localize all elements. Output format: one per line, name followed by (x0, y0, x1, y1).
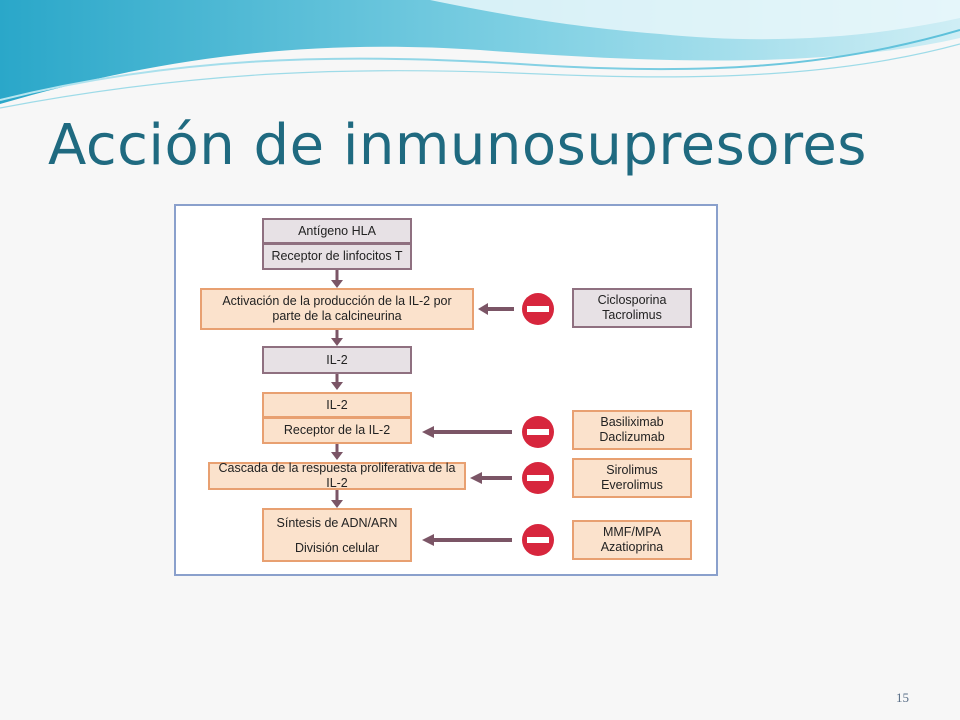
proliferative-cascade-box: Cascada de la respuesta proliferativa de… (208, 461, 466, 490)
drug-box-antimetabolites: MMF/MPA Azatioprina (572, 520, 692, 560)
drug-box-il2-receptor-antibodies: Basiliximab Daclizumab (572, 410, 692, 450)
immunosuppressant-pathway-diagram: Antígeno HLA Receptor de linfocitos T Ac… (174, 204, 718, 576)
diagram-connectors (331, 270, 554, 556)
antigen-box: Antígeno HLA (262, 218, 412, 244)
no-entry-icon (522, 524, 554, 556)
no-entry-icon (522, 416, 554, 448)
no-entry-icon (522, 462, 554, 494)
header-wave-decoration (0, 0, 960, 109)
drug-box-calcineurin-inhibitors: Ciclosporina Tacrolimus (572, 288, 692, 328)
calcineurin-activation-box: Activación de la producción de la IL-2 p… (200, 288, 474, 330)
t-cell-receptor-box: Receptor de linfocitos T (262, 244, 412, 270)
no-entry-icon (522, 293, 554, 325)
cell-division-box: División celular (262, 536, 412, 562)
slide-page-number: 15 (896, 690, 909, 705)
il2-receptor-box: Receptor de la IL-2 (262, 418, 412, 444)
il2-bound-box: IL-2 (262, 392, 412, 418)
il2-box: IL-2 (262, 346, 412, 374)
slide-title: Acción de inmunosupresores (48, 113, 867, 178)
inhibition-arrows (422, 303, 514, 546)
drug-box-mtor-inhibitors: Sirolimus Everolimus (572, 458, 692, 498)
dna-rna-synthesis-box: Síntesis de ADN/ARN (262, 508, 412, 536)
